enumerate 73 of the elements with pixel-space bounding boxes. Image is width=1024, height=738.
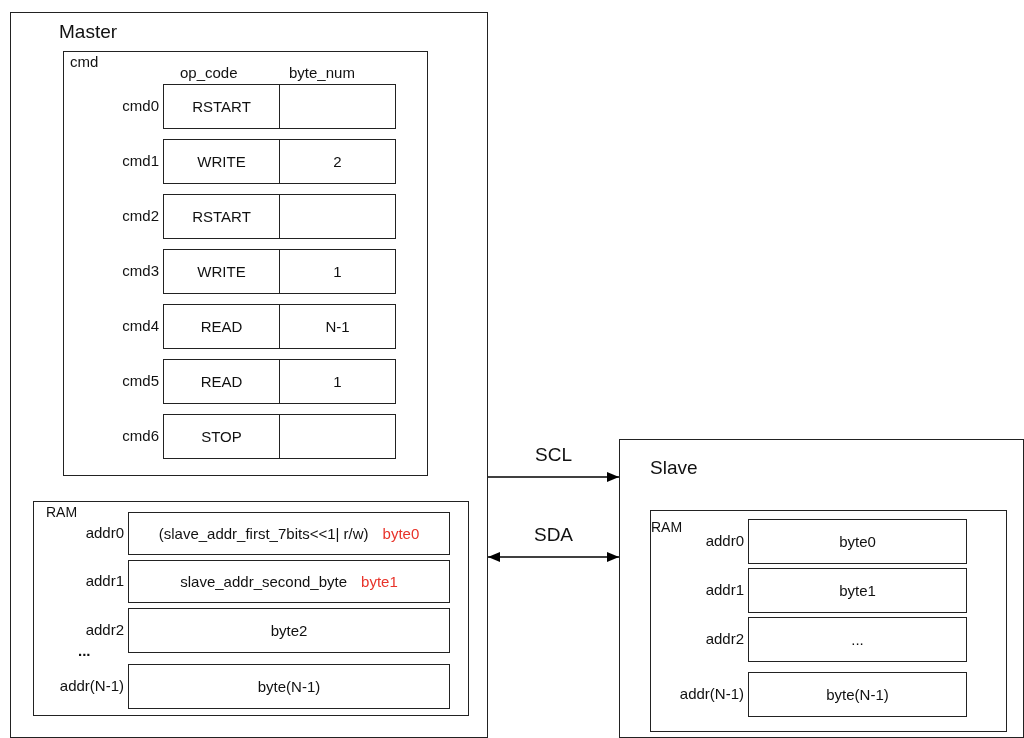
row-label: addr1: [705, 580, 744, 598]
cell-text: RSTART: [192, 98, 251, 115]
cell-text: (slave_addr_first_7bits<<1| r/w): [158, 525, 369, 542]
row-label: addr0: [85, 523, 124, 541]
memory-block: [650, 510, 1007, 732]
row-label: cmd5: [122, 371, 159, 389]
table-cell: [748, 519, 967, 564]
row-label: addr(N-1): [679, 684, 744, 702]
cell-text: byte(N-1): [826, 686, 889, 703]
block-title: RAM: [46, 504, 78, 520]
table-cell: [128, 560, 450, 603]
column-header: op_code: [180, 64, 238, 81]
cell-text: 1: [333, 373, 342, 390]
block-title: cmd: [70, 53, 99, 70]
table-cell: [279, 139, 396, 184]
block-title: RAM: [651, 519, 683, 535]
row-label: cmd2: [122, 206, 159, 224]
highlight-text: byte1: [361, 573, 398, 590]
panel-title: Slave: [650, 457, 698, 479]
table-cell: [163, 359, 280, 404]
row-label: addr(N-1): [59, 676, 124, 694]
table-cell: [748, 568, 967, 613]
bus-arrow: [487, 472, 620, 482]
empty-cell: [279, 414, 396, 459]
cell-text: byte2: [270, 622, 308, 639]
row-label: cmd3: [122, 261, 159, 279]
table-cell: [279, 249, 396, 294]
table-cell: [128, 608, 450, 653]
panel-title: Master: [59, 21, 118, 43]
table-cell: [163, 249, 280, 294]
cell-text: 2: [333, 153, 342, 170]
row-label: addr2: [85, 620, 124, 638]
memory-block: [33, 501, 469, 716]
table-cell: [163, 414, 280, 459]
cell-text: ...: [851, 631, 864, 648]
cell-text: byte0: [839, 533, 876, 550]
table-cell: [163, 304, 280, 349]
table-cell: [163, 194, 280, 239]
bus-arrow: [487, 552, 620, 562]
table-cell: [748, 672, 967, 717]
device-panel: [10, 12, 488, 738]
cell-text: RSTART: [192, 208, 251, 225]
cell-text: N-1: [325, 318, 350, 335]
table-cell: [279, 304, 396, 349]
row-label: addr0: [705, 531, 744, 549]
column-header: ...: [78, 642, 91, 659]
row-label: cmd6: [122, 426, 159, 444]
table-cell: [128, 512, 450, 555]
row-label: cmd1: [122, 151, 159, 169]
table-cell: [279, 359, 396, 404]
empty-cell: [279, 194, 396, 239]
memory-block: [63, 51, 428, 476]
cell-text: STOP: [201, 428, 242, 445]
cell-text: WRITE: [197, 263, 246, 280]
table-cell: [163, 139, 280, 184]
table-cell: [128, 664, 450, 709]
row-label: cmd4: [122, 316, 159, 334]
cell-text: 1: [333, 263, 342, 280]
cell-text: READ: [200, 373, 243, 390]
cell-text: WRITE: [197, 153, 246, 170]
highlight-text: byte0: [382, 525, 420, 542]
row-label: cmd0: [122, 96, 159, 114]
cell-text: READ: [200, 318, 243, 335]
cell-text: byte1: [839, 582, 876, 599]
row-label: addr1: [85, 571, 124, 589]
column-header: byte_num: [289, 64, 355, 81]
device-panel: [619, 439, 1024, 738]
table-cell: [163, 84, 280, 129]
cell-text: slave_addr_second_byte: [180, 573, 348, 590]
row-label: addr2: [705, 629, 744, 647]
empty-cell: [279, 84, 396, 129]
cell-text: byte(N-1): [257, 678, 321, 695]
table-cell: [748, 617, 967, 662]
